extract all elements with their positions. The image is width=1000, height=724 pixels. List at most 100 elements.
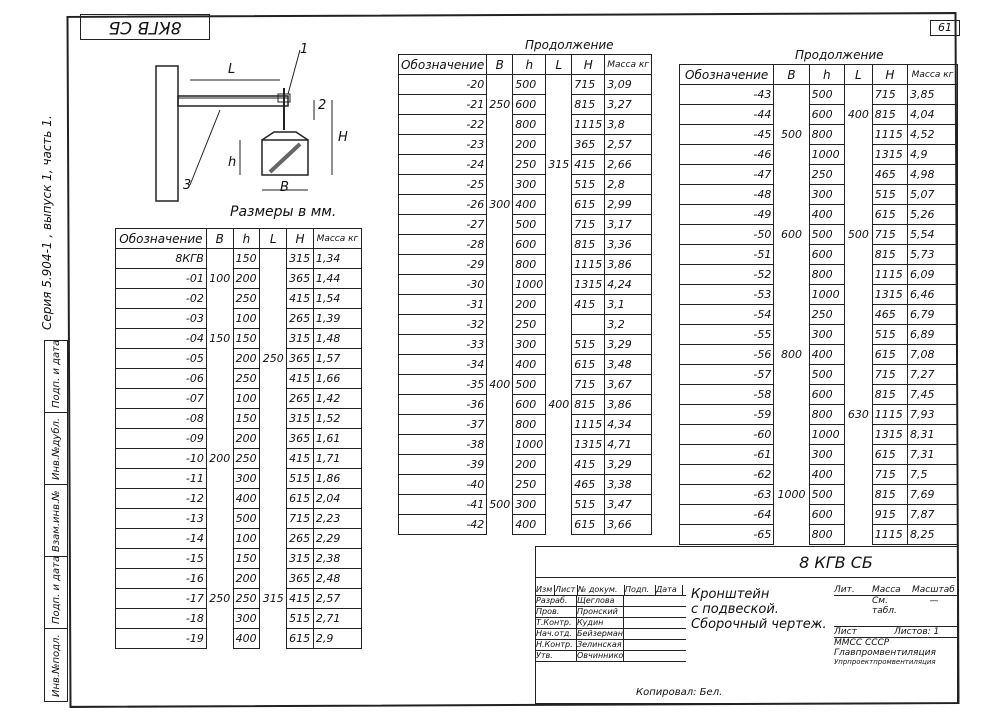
cell-H: 315 — [286, 408, 314, 429]
signature-rows: Изм Лист № докум. Подп. Дата Разраб.Щегл… — [536, 585, 686, 662]
cell-L — [259, 328, 288, 349]
cell-B — [205, 368, 234, 389]
cell-h: 800 — [808, 124, 845, 145]
cell-des: -56 — [678, 344, 775, 365]
cell-h: 600 — [512, 234, 547, 255]
cell-L: 315 — [545, 154, 573, 175]
cell-des: -20 — [397, 74, 488, 95]
cell-B — [486, 354, 514, 375]
cell-H: 715 — [871, 224, 909, 245]
cell-m: 7,27 — [907, 364, 958, 385]
cell-L — [843, 264, 873, 285]
cell-h: 250 — [808, 164, 845, 185]
cell-L — [843, 304, 873, 325]
cell-m: 3,09 — [604, 74, 652, 95]
cell-B — [486, 334, 514, 355]
cell-des: -44 — [678, 104, 775, 125]
cell-H: 715 — [286, 508, 314, 529]
cell-h: 400 — [808, 344, 845, 365]
cell-m: 3,48 — [604, 354, 652, 375]
cell-des: -04 — [115, 328, 207, 349]
cell-m: 6,46 — [907, 284, 958, 305]
cell-m: 2,8 — [604, 174, 652, 195]
column-header-L: L — [843, 64, 873, 85]
cell-des: -03 — [115, 308, 207, 329]
continued-label-3: Продолжение — [795, 48, 884, 62]
cell-m: 3,8 — [604, 114, 652, 135]
cell-B: 600 — [773, 224, 810, 245]
cell-L — [259, 428, 288, 449]
cell-m: 7,93 — [907, 404, 958, 425]
cell-B — [773, 264, 810, 285]
cell-L: 400 — [545, 394, 573, 415]
cell-B: 500 — [486, 494, 514, 515]
column-header-L: L — [545, 54, 573, 75]
cell-m: 1,86 — [312, 468, 363, 489]
cell-H: 715 — [871, 464, 909, 485]
cell-H: 1115 — [871, 124, 909, 145]
cell-m: 7,69 — [907, 484, 958, 505]
cell-L — [259, 568, 288, 589]
cell-H: 815 — [571, 394, 606, 415]
label-h: h — [228, 155, 237, 170]
hatch — [268, 142, 302, 174]
cell-H: 615 — [871, 204, 909, 225]
cell-H: 915 — [871, 504, 909, 525]
cell-h: 100 — [232, 308, 261, 329]
cell-B — [486, 114, 514, 135]
cell-m: 2,57 — [604, 134, 652, 155]
cell-H: 715 — [571, 74, 606, 95]
cell-h: 600 — [808, 244, 845, 265]
cell-H: 515 — [871, 324, 909, 345]
cell-H: 415 — [286, 588, 314, 609]
cell-L — [545, 294, 573, 315]
cell-m: 6,79 — [907, 304, 958, 325]
cell-h: 600 — [808, 504, 845, 525]
cell-H: 515 — [286, 468, 314, 489]
cell-h: 200 — [512, 454, 547, 475]
cell-h: 250 — [808, 304, 845, 325]
cell-H: 415 — [571, 154, 606, 175]
column-header-H: H — [571, 54, 606, 75]
cell-H: 1115 — [571, 254, 606, 275]
top-stamp: 8КГВ СБ — [80, 14, 210, 40]
cell-des: -38 — [397, 434, 488, 455]
cell-m: 1,52 — [312, 408, 363, 429]
cell-h: 500 — [808, 484, 845, 505]
cell-des: -31 — [397, 294, 488, 315]
cell-L — [545, 454, 573, 475]
cell-m: 7,08 — [907, 344, 958, 365]
cell-H: 265 — [286, 388, 314, 409]
continued-label-2: Продолжение — [525, 38, 614, 52]
cell-L — [545, 74, 573, 95]
cell-L — [259, 368, 288, 389]
cell-m: 1,44 — [312, 268, 363, 289]
cell-H: 515 — [871, 184, 909, 205]
cell-H: 715 — [871, 84, 909, 105]
cell-h: 300 — [808, 444, 845, 465]
cell-B — [773, 504, 810, 525]
cell-m: 2,99 — [604, 194, 652, 215]
cell-des: -45 — [678, 124, 775, 145]
cell-L — [843, 244, 873, 265]
cell-B — [773, 324, 810, 345]
cell-L — [259, 608, 288, 629]
cell-m: 1,42 — [312, 388, 363, 409]
cell-H: 465 — [871, 304, 909, 325]
cell-h: 800 — [808, 524, 845, 545]
column-header-des: Обозначение — [115, 228, 207, 249]
